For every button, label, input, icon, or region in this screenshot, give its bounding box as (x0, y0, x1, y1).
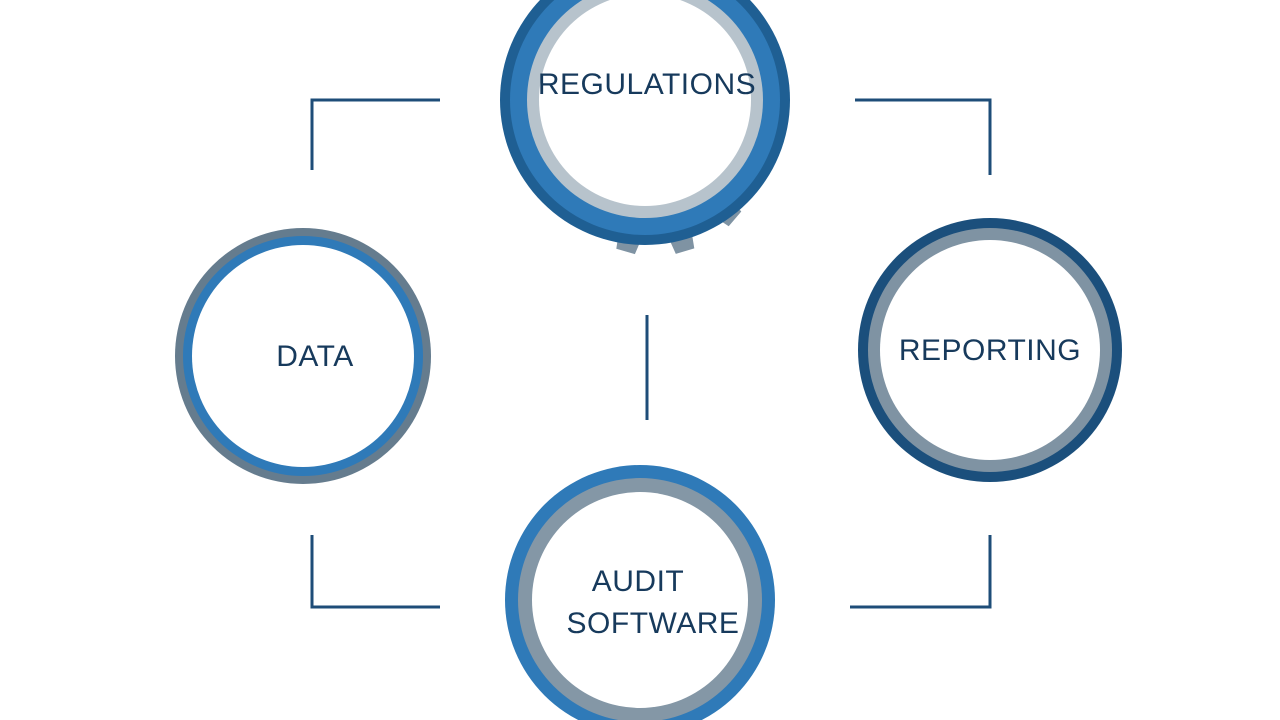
connector-regulations-data (310, 98, 440, 170)
gear-regulations: REGULATIONS (500, 0, 790, 255)
connector-lines (310, 98, 992, 609)
gear-regulations-label: REGULATIONS (538, 68, 756, 101)
connector-reporting-audit (850, 535, 992, 609)
gear-audit-software: AUDIT SOFTWARE (505, 465, 775, 720)
gear-audit-hub (532, 492, 748, 708)
connector-regulations-reporting (855, 98, 992, 175)
connector-data-audit (310, 535, 440, 609)
gear-data-hub (192, 245, 414, 467)
gear-audit-label-line1: AUDIT (592, 565, 685, 598)
gear-data: DATA (175, 228, 431, 484)
gear-reporting-hub (880, 240, 1100, 460)
gear-regulations-hub (539, 0, 751, 206)
gear-audit-label-line2: SOFTWARE (567, 607, 740, 640)
gear-reporting-label: REPORTING (899, 334, 1081, 367)
gear-reporting: REPORTING (858, 218, 1122, 482)
gear-data-label: DATA (276, 340, 354, 373)
